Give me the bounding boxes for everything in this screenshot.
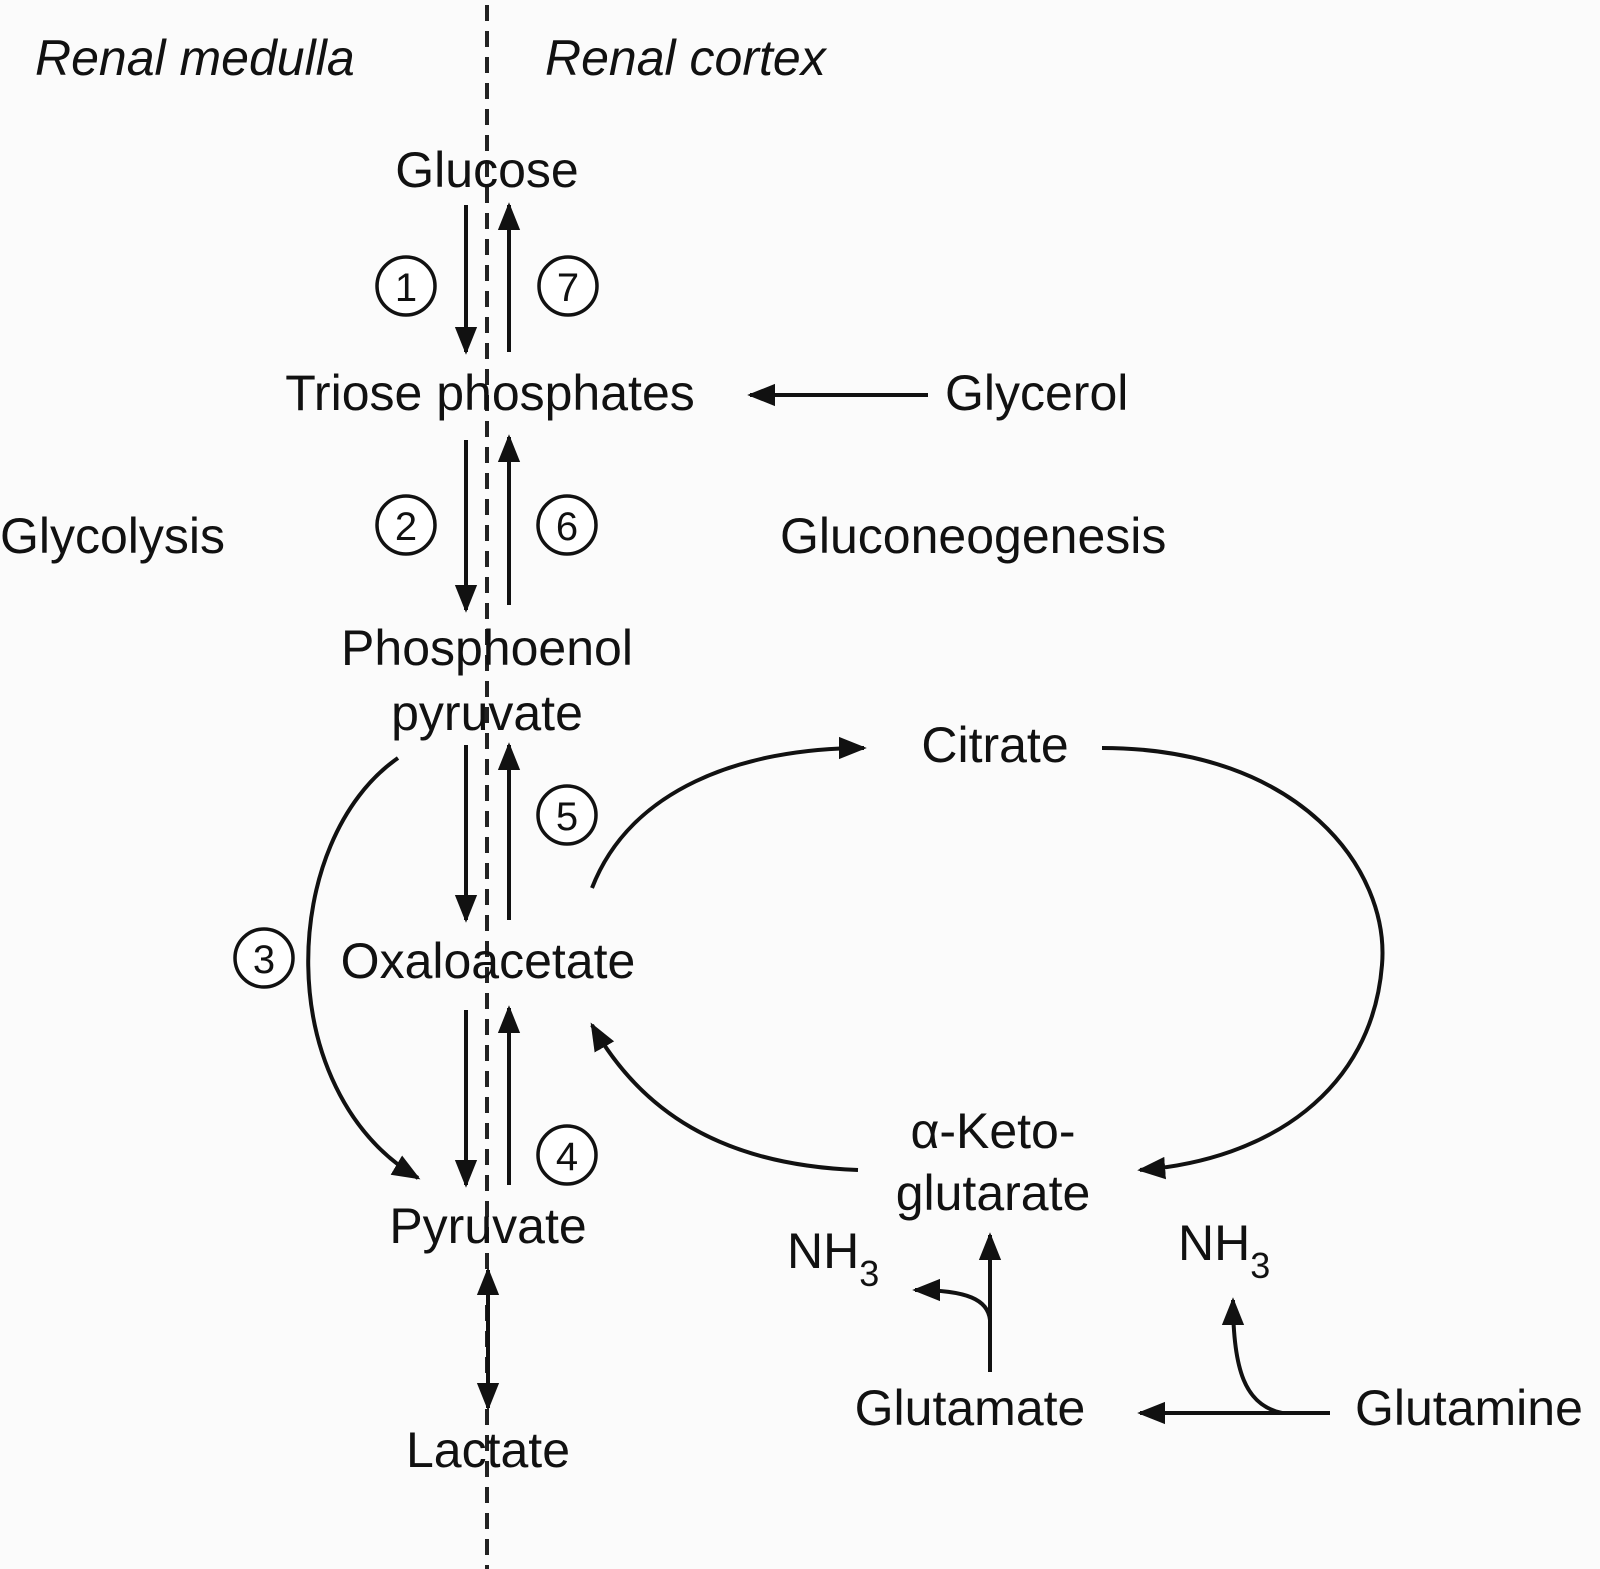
svg-text:2: 2 bbox=[395, 505, 417, 549]
arrow-oxaloacetate-to-citrate bbox=[590, 736, 867, 889]
arrow-citrate-to-akg bbox=[1101, 746, 1385, 1180]
svg-text:1: 1 bbox=[395, 266, 417, 310]
step-badge-1: 1 bbox=[375, 255, 437, 317]
arrow-akg-to-oxaloacetate bbox=[590, 1022, 859, 1172]
metabolite-nh3-right: NH3 bbox=[1178, 1215, 1270, 1286]
metabolite-glucose: Glucose bbox=[395, 142, 578, 198]
svg-text:3: 3 bbox=[253, 938, 275, 982]
metabolite-triose-phosphates: Triose phosphates bbox=[285, 365, 695, 421]
metabolite-akg-line1: α-Keto- bbox=[910, 1103, 1075, 1159]
metabolite-akg-line2: glutarate bbox=[896, 1165, 1091, 1221]
step-badge-7: 7 bbox=[537, 255, 599, 317]
step-badge-5: 5 bbox=[536, 784, 598, 846]
metabolite-glutamine: Glutamine bbox=[1355, 1380, 1583, 1436]
step-badge-2: 2 bbox=[375, 494, 437, 556]
step-badge-6: 6 bbox=[536, 494, 598, 556]
metabolite-pep-line2: pyruvate bbox=[391, 685, 583, 741]
metabolite-pyruvate: Pyruvate bbox=[389, 1198, 586, 1254]
step-badge-4: 4 bbox=[536, 1124, 598, 1186]
metabolite-citrate: Citrate bbox=[921, 717, 1068, 773]
metabolite-pep-line1: Phosphoenol bbox=[341, 620, 633, 676]
metabolite-glycerol: Glycerol bbox=[945, 365, 1128, 421]
svg-text:6: 6 bbox=[556, 505, 578, 549]
pathway-label-glycolysis: Glycolysis bbox=[0, 508, 225, 564]
svg-text:7: 7 bbox=[557, 266, 579, 310]
arrow-glutamate-nh3-release bbox=[912, 1278, 992, 1321]
arrow-pep-to-pyruvate-bypass bbox=[306, 756, 421, 1180]
svg-text:4: 4 bbox=[556, 1135, 578, 1179]
metabolite-nh3-left: NH3 bbox=[787, 1223, 879, 1294]
pathway-label-gluconeogenesis: Gluconeogenesis bbox=[780, 508, 1166, 564]
arrow-glutamine-nh3-release bbox=[1221, 1297, 1283, 1415]
metabolite-oxaloacetate: Oxaloacetate bbox=[341, 933, 636, 989]
metabolite-lactate: Lactate bbox=[406, 1422, 570, 1478]
svg-text:5: 5 bbox=[556, 795, 578, 839]
region-label-cortex: Renal cortex bbox=[545, 30, 828, 86]
region-label-medulla: Renal medulla bbox=[35, 30, 355, 86]
metabolite-glutamate: Glutamate bbox=[855, 1380, 1086, 1436]
step-badge-3: 3 bbox=[233, 927, 295, 989]
